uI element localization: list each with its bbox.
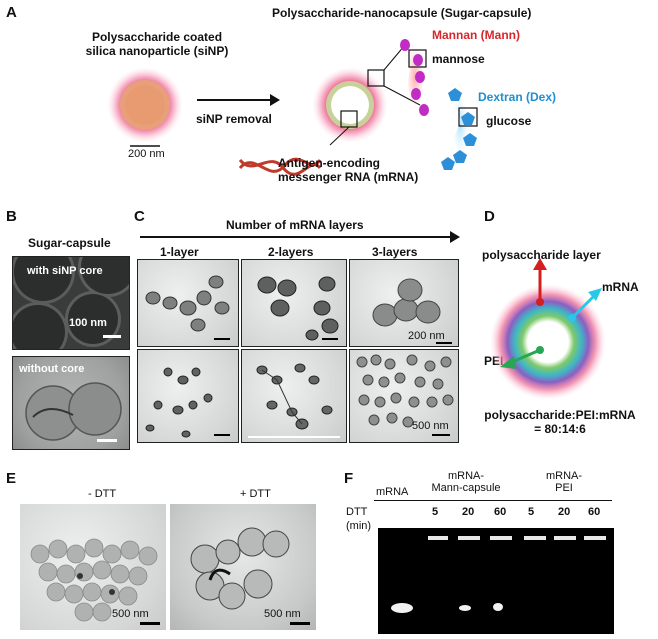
f-time-6: 60 — [588, 506, 601, 518]
panel-c-label: C — [134, 208, 145, 225]
tem-2-layers-top — [241, 259, 347, 347]
c-scale-bar-5 — [432, 434, 450, 436]
e-left-scale-bar — [140, 622, 160, 625]
f-group-pei-line2: PEI — [555, 482, 573, 494]
f-group-pei-line1: mRNA- — [545, 470, 583, 482]
mannan-chain — [399, 39, 431, 116]
mrna-label-line2: messenger RNA (mRNA) — [278, 170, 419, 184]
f-header-line — [374, 500, 612, 501]
tem-with-core-particles — [13, 257, 129, 349]
sinp-title-line2: silica nanoparticle (siNP) — [85, 44, 229, 58]
f-time-3: 60 — [494, 506, 507, 518]
tem-minus-dtt: 500 nm — [20, 504, 166, 630]
panel-a-graphic — [107, 39, 478, 176]
c-scale-bar-2 — [322, 338, 338, 340]
minus-dtt-title: - DTT — [88, 488, 117, 500]
f-dtt-label: DTT — [346, 506, 368, 518]
mrna-layers-header: Number of mRNA layers — [226, 218, 364, 232]
sugar-capsule — [312, 67, 388, 143]
tem-2-layers-bottom — [241, 349, 347, 443]
f-group-pei: mRNA- PEI — [524, 470, 604, 494]
tem-plus-dtt: 500 nm — [170, 504, 316, 630]
panel-e-label: E — [6, 470, 17, 487]
c-scale-text-bottom: 500 nm — [412, 420, 449, 432]
ratio-line1: polysaccharide:PEI:mRNA — [484, 408, 636, 422]
capsule-title: Polysaccharide-nanocapsule (Sugar-capsul… — [272, 6, 532, 20]
b-scale-bar — [103, 335, 121, 338]
mrna-label-line1: Antigen-encoding — [278, 156, 380, 170]
column-2-layers: 2-layers — [268, 245, 314, 259]
a-scale-text: 200 nm — [128, 148, 165, 160]
with-core-caption: with siNP core — [27, 265, 103, 277]
b-scale-bar-2 — [97, 439, 117, 442]
c-scale-bar-3 — [436, 342, 452, 344]
cyan-arrow — [568, 288, 602, 322]
zoom-box-mannan — [367, 69, 385, 87]
b-scale-text: 100 nm — [69, 317, 107, 329]
polysaccharide-layer-label: polysaccharide layer — [482, 248, 601, 262]
red-arrow — [533, 258, 547, 306]
panel-f-label: F — [344, 470, 354, 487]
d-mrna-label: mRNA — [602, 280, 639, 294]
tem-without-core: without core — [12, 356, 130, 450]
sinp-title: Polysaccharide coated silica nanoparticl… — [72, 30, 242, 58]
f-time-5: 20 — [558, 506, 571, 518]
mannose-label: mannose — [432, 52, 485, 66]
c-scale-bar-4 — [214, 434, 230, 436]
tem-3-layers-bottom: 500 nm — [349, 349, 459, 443]
ratio-line2: = 80:14:6 — [534, 422, 586, 436]
tem-1-layer-bottom — [137, 349, 239, 443]
f-group-capsule: mRNA- Mann-capsule — [422, 470, 510, 494]
panel-d-label: D — [484, 208, 495, 225]
green-arrow — [500, 346, 544, 369]
panel-a-label: A — [6, 4, 17, 21]
mannan-label: Mannan (Mann) — [432, 28, 520, 42]
f-group-capsule-line1: mRNA- — [447, 470, 485, 482]
plus-dtt-title: + DTT — [240, 488, 271, 500]
tem-with-core: with siNP core 100 nm — [12, 256, 130, 350]
tem-without-core-particles — [25, 382, 122, 441]
sinp-particle — [107, 67, 183, 143]
dextran-label: Dextran (Dex) — [478, 90, 557, 104]
without-core-caption: without core — [19, 363, 85, 375]
f-min-label: (min) — [346, 520, 372, 532]
dextran-chain — [441, 88, 478, 170]
layers-arrow — [140, 231, 460, 243]
panel-b-label: B — [6, 208, 17, 225]
removal-label: siNP removal — [196, 112, 272, 126]
ratio-text: polysaccharide:PEI:mRNA = 80:14:6 — [470, 408, 650, 436]
f-time-1: 5 — [432, 506, 439, 518]
column-1-layer: 1-layer — [160, 245, 199, 259]
e-right-scale-bar — [290, 622, 310, 625]
e-right-scale-text: 500 nm — [264, 608, 301, 620]
f-time-4: 5 — [528, 506, 535, 518]
f-time-2: 20 — [462, 506, 475, 518]
f-group-capsule-line2: Mann-capsule — [431, 482, 501, 494]
f-group-mrna: mRNA — [376, 486, 409, 498]
column-3-layers: 3-layers — [372, 245, 418, 259]
tem-1-layer-top — [137, 259, 239, 347]
c-scale-bar-1 — [214, 338, 230, 340]
removal-arrow — [197, 94, 280, 106]
sugar-capsule-title: Sugar-capsule — [28, 236, 111, 250]
gel-image — [378, 528, 614, 634]
sinp-title-line1: Polysaccharide coated — [91, 30, 223, 44]
c-scale-text-top: 200 nm — [408, 330, 445, 342]
dna-helix-icon — [238, 157, 322, 176]
c-scale-line-white — [248, 436, 340, 438]
mrna-label-a: Antigen-encoding messenger RNA (mRNA) — [278, 156, 418, 184]
glucose-label: glucose — [486, 114, 532, 128]
tem-3-layers-top: 200 nm — [349, 259, 459, 347]
capsule-diagram — [490, 258, 606, 400]
gel-bands — [391, 536, 606, 613]
e-left-scale-text: 500 nm — [112, 608, 149, 620]
